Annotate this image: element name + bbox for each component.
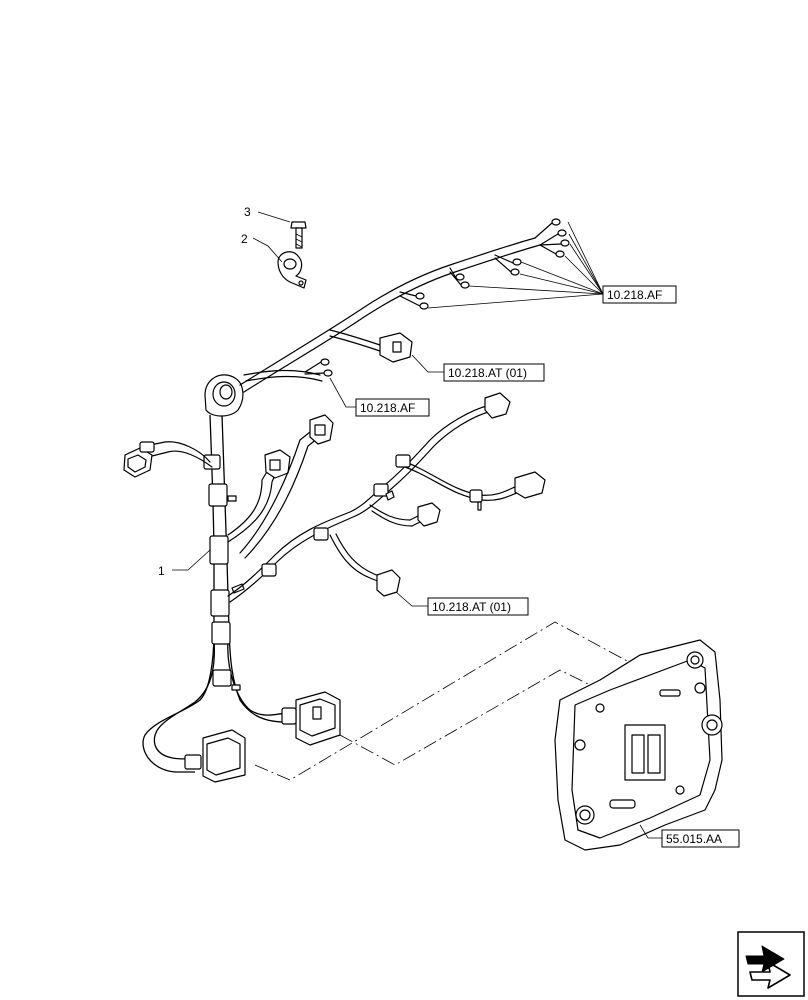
- right-branches: [227, 392, 546, 603]
- ref-box-branch-lower[interactable]: 10.218.AT (01): [427, 597, 529, 616]
- callout-item-1: 1: [158, 564, 165, 578]
- ref-box-wires-left[interactable]: 10.218.AF: [355, 398, 430, 417]
- ref-label: 10.218.AF: [360, 401, 415, 415]
- ref-label: 55.015.AA: [666, 832, 722, 846]
- clip-part: [277, 251, 307, 289]
- ecu-connectors: [184, 691, 341, 783]
- ref-label: 10.218.AT (01): [448, 366, 527, 380]
- reference-lines: [254, 621, 641, 781]
- left-branch: [123, 441, 213, 478]
- ref-label: 10.218.AF: [607, 288, 662, 302]
- ref-box-top-right[interactable]: 10.218.AF: [602, 285, 677, 304]
- item-callouts: 3 2 1: [158, 205, 251, 578]
- callout-item-2: 2: [241, 232, 248, 246]
- bolt-part: [290, 221, 307, 249]
- upper-mid-branches: [227, 414, 334, 559]
- callout-item-3: 3: [244, 205, 251, 219]
- bullet-terminals: [304, 218, 570, 377]
- upper-harness: [239, 218, 570, 393]
- ref-label: 10.218.AT (01): [432, 600, 511, 614]
- control-unit: [554, 639, 723, 851]
- ref-box-connector-mid[interactable]: 10.218.AT (01): [443, 363, 545, 382]
- next-page-arrow-icon[interactable]: [737, 931, 805, 997]
- ref-box-control-unit[interactable]: 55.015.AA: [661, 829, 740, 848]
- leader-lines: [172, 211, 662, 839]
